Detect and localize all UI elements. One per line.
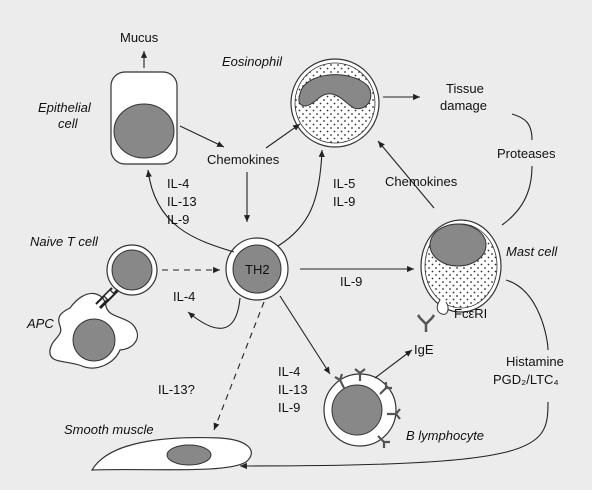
label-chemokines-right: Chemokines [385, 174, 458, 189]
th2-cell [225, 237, 289, 301]
label-epithelial-cell: cell [58, 116, 79, 131]
label-il9-mast: IL-9 [340, 274, 362, 289]
label-il9-eos: IL-9 [333, 194, 355, 209]
arrow-th2-to-smooth-muscle [213, 301, 265, 431]
label-mucus: Mucus [120, 30, 159, 45]
arrow-th2-to-epithelial [145, 169, 235, 253]
label-chemokines-center: Chemokines [207, 152, 280, 167]
label-b-lymphocyte: B lymphocyte [406, 428, 484, 443]
label-il13q: IL-13? [158, 382, 195, 397]
label-il13-b: IL-13 [278, 382, 308, 397]
label-th2: TH2 [245, 262, 270, 277]
antibody-receptor-icons [334, 368, 401, 448]
label-eosinophil: Eosinophil [222, 54, 283, 69]
label-apc: APC [26, 316, 54, 331]
arrow-th2-to-b-lymphocyte [279, 295, 331, 375]
epithelial-cell [110, 71, 178, 165]
arrow-mast-to-eosinophil [377, 140, 435, 209]
label-smooth-muscle: Smooth muscle [64, 422, 154, 437]
mast-cell [420, 219, 502, 315]
naive-t-cell [106, 244, 158, 296]
label-il9-b: IL-9 [278, 400, 300, 415]
arrow-epithelial-to-chemokines [179, 125, 225, 148]
cell-contact-icon [95, 287, 120, 310]
label-proteases: Proteases [497, 146, 556, 161]
label-il13-left: IL-13 [167, 194, 197, 209]
label-mast-cell: Mast cell [506, 244, 558, 259]
arrow-mast-to-smooth-muscle [240, 279, 549, 466]
label-tissue-damage: damage [440, 98, 487, 113]
ige-antibody-icon [416, 314, 436, 332]
loop-il4 [187, 297, 241, 329]
smooth-muscle-cell [90, 436, 252, 471]
apc-cell [49, 292, 139, 369]
label-epithelial: Epithelial [38, 100, 92, 115]
b-lymphocyte-cell [323, 368, 401, 448]
label-il4-loop: IL-4 [173, 289, 195, 304]
eosinophil-cell [290, 58, 380, 148]
label-il4-b: IL-4 [278, 364, 300, 379]
arrow-chemokines-to-eosinophil [265, 123, 301, 149]
arrow-b-lymphocyte-to-ige [374, 349, 413, 379]
label-fceri: FcεRI [454, 306, 487, 321]
label-naive-t-cell: Naive T cell [30, 234, 99, 249]
label-il5-eos: IL-5 [333, 176, 355, 191]
label-ige: IgE [414, 342, 434, 357]
label-histamine: Histamine [506, 354, 564, 369]
label-il4-left: IL-4 [167, 176, 189, 191]
arrow-th2-to-eosinophil [277, 149, 325, 247]
connections [140, 51, 549, 466]
label-pgd2-ltc4: PGD₂/LTC₄ [493, 372, 559, 387]
label-il9-left: IL-9 [167, 212, 189, 227]
line-mast-to-tissue-damage [501, 113, 533, 226]
label-tissue: Tissue [446, 81, 484, 96]
